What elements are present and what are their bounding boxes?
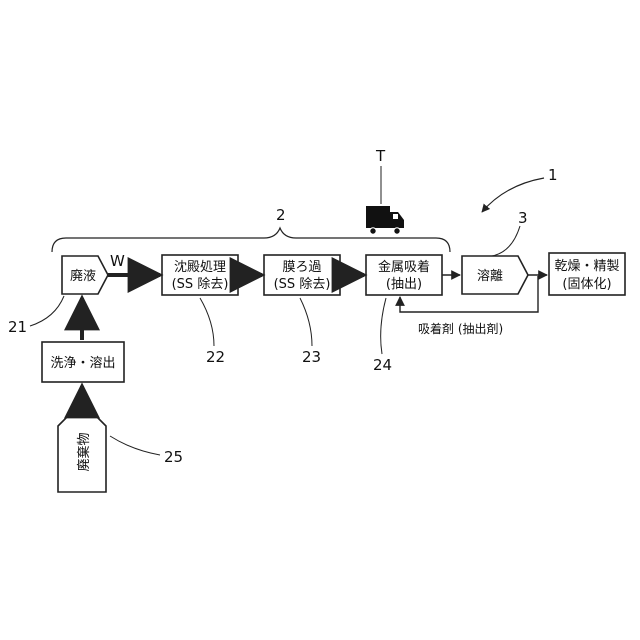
leader-3: [492, 226, 520, 256]
leader-1: [482, 178, 544, 212]
ref-24: 24: [373, 356, 392, 374]
leader-24: [381, 298, 386, 354]
ref-23: 23: [302, 348, 321, 366]
ref-2: 2: [276, 206, 286, 224]
system-bracket: [52, 228, 450, 252]
sedimentation-label-1: 沈殿処理: [174, 260, 226, 275]
ref-1: 1: [548, 166, 558, 184]
metal-adsorption-label-1: 金属吸着: [378, 259, 430, 275]
sedimentation-label-2: (SS 除去): [172, 277, 229, 292]
flow-label-w: W: [110, 252, 125, 270]
elution-label: 溶離: [477, 269, 503, 284]
drying-label-1: 乾燥・精製: [554, 259, 619, 274]
leader-23: [300, 298, 312, 346]
leader-25: [110, 436, 160, 455]
adsorbent-return-label: 吸着剤 (抽出剤): [418, 321, 503, 336]
wash-dissolve-label: 洗浄・溶出: [50, 356, 115, 371]
truck-label-t: T: [375, 147, 386, 165]
waste-liquid-label: 廃液: [70, 268, 96, 284]
membrane-label-2: (SS 除去): [274, 277, 331, 292]
membrane-label-1: 膜ろ過: [282, 260, 321, 275]
ref-22: 22: [206, 348, 225, 366]
metal-adsorption-label-2: (抽出): [386, 277, 422, 292]
leader-21: [30, 296, 64, 326]
truck-icon: [366, 206, 404, 234]
waste-material-label: 廃棄物: [76, 432, 92, 471]
drying-label-2: (固体化): [562, 277, 611, 292]
ref-25: 25: [164, 448, 183, 466]
ref-3: 3: [518, 209, 528, 227]
ref-21: 21: [8, 318, 27, 336]
leader-22: [200, 298, 214, 346]
